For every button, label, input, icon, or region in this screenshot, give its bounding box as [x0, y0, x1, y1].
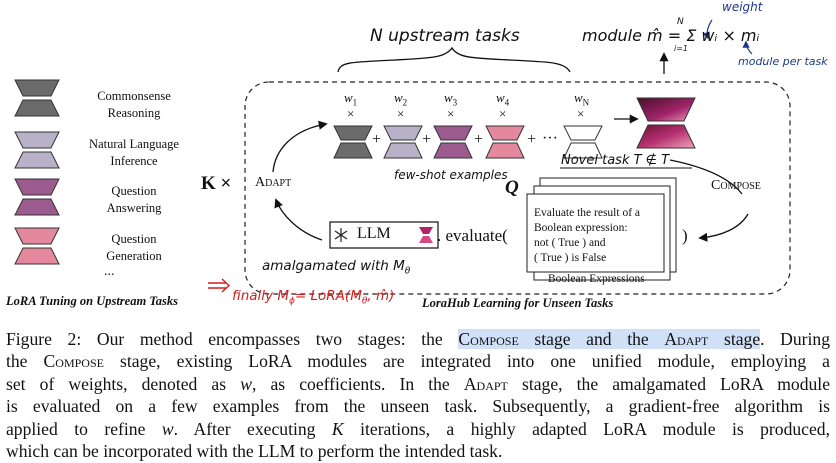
adapt-arrow: [272, 120, 328, 173]
plus-4: +: [527, 131, 537, 148]
caption-line-2: the Compose stage, existing LoRA modules…: [6, 351, 830, 372]
compose-back-arrow: [698, 213, 749, 242]
module-commonsense: [333, 125, 373, 159]
times-n: ×: [577, 106, 585, 121]
module-per-task-arrow-icon: [742, 40, 753, 55]
composed-module: [636, 97, 696, 149]
plus-dots: ···: [542, 130, 558, 147]
llm-label: LLM: [357, 225, 391, 242]
adapt-loop-arrow: [274, 198, 323, 241]
module-qa: [433, 125, 473, 159]
task-caption: Boolean Expressions: [548, 273, 645, 285]
hw-upstream-tasks: N upstream tasks: [370, 26, 520, 46]
task-card-front: [526, 193, 665, 273]
legend-ellipsis: ...: [104, 264, 115, 279]
weight-label-2: w2: [394, 90, 408, 108]
times-3: ×: [447, 106, 455, 121]
hw-module-per-task: module per task: [738, 55, 828, 68]
hw-novel-task: Novel task T ∉ T: [561, 153, 670, 168]
weight-label-n: wN: [574, 90, 590, 108]
snowflake-icon: [334, 228, 348, 242]
upstream-brace: [337, 46, 571, 73]
caption-line-6: which can be incorporated with the LLM t…: [6, 441, 503, 462]
times-4: ×: [499, 106, 507, 121]
red-arrow-icon: [208, 278, 231, 293]
plus-2: +: [422, 131, 432, 148]
caption-line-3: set of weights, denoted as w, as coeffic…: [6, 373, 831, 394]
q-label: Q: [505, 177, 519, 198]
legend-icon-qg: [14, 227, 60, 265]
legend-icon-qa: [14, 178, 60, 216]
plus-1: +: [372, 131, 382, 148]
evaluate-call: . evaluate(: [437, 226, 508, 245]
hw-finally: finally Mϕ= LoRA(Mθ, m̂): [232, 288, 395, 307]
legend-icon-nli: [14, 131, 60, 169]
left-title: LoRA Tuning on Upstream Tasks: [6, 294, 179, 308]
right-title: LoraHub Learning for Unseen Tasks: [422, 296, 614, 310]
weight-label-3: w3: [444, 90, 458, 108]
llm-module-icon: [419, 227, 433, 243]
figure-caption: Figure 2: Our method encompasses two sta…: [6, 328, 830, 462]
hw-sum-bottom: i=1: [674, 44, 689, 53]
hw-few-shot: few-shot examples: [394, 168, 508, 182]
llm-box: [329, 221, 439, 249]
k-times-label: K ×: [201, 173, 232, 194]
weight-label-4: w4: [496, 90, 510, 108]
caption-line-1: Figure 2: Our method encompasses two sta…: [6, 329, 831, 349]
caption-line-4: is evaluated on a few examples from the …: [6, 396, 830, 417]
compose-label: Compose: [711, 178, 761, 193]
compose-down-arrow: [669, 159, 743, 195]
loraHub-dashed-box: [244, 81, 791, 295]
module-nli: [383, 125, 423, 159]
figure-diagram: [14, 19, 791, 295]
task-text: Evaluate the result of a Boolean express…: [534, 207, 641, 264]
plus-3: +: [474, 131, 484, 148]
legend-icon-commonsense: [14, 79, 60, 117]
hw-weight: weight: [722, 0, 763, 14]
weight-label-1: w1: [344, 90, 358, 108]
hw-sum-top: N: [677, 17, 684, 27]
hw-amalgamated: amalgamated with Mθ: [262, 258, 411, 277]
adapt-label: Adapt: [255, 175, 292, 190]
evaluate-close-paren: ): [682, 226, 688, 245]
module-qg: [485, 125, 525, 159]
weight-arrow-icon: [702, 19, 713, 40]
module-novel-empty: [563, 125, 603, 159]
caption-highlight: Compose stage and the Adapt stage: [458, 329, 761, 349]
times-2: ×: [397, 106, 405, 121]
hw-module-equation: module m̂ = Σ wᵢ × mᵢ: [582, 26, 760, 45]
times-1: ×: [347, 106, 355, 121]
caption-line-5: applied to refine w. After executing K i…: [6, 418, 830, 439]
